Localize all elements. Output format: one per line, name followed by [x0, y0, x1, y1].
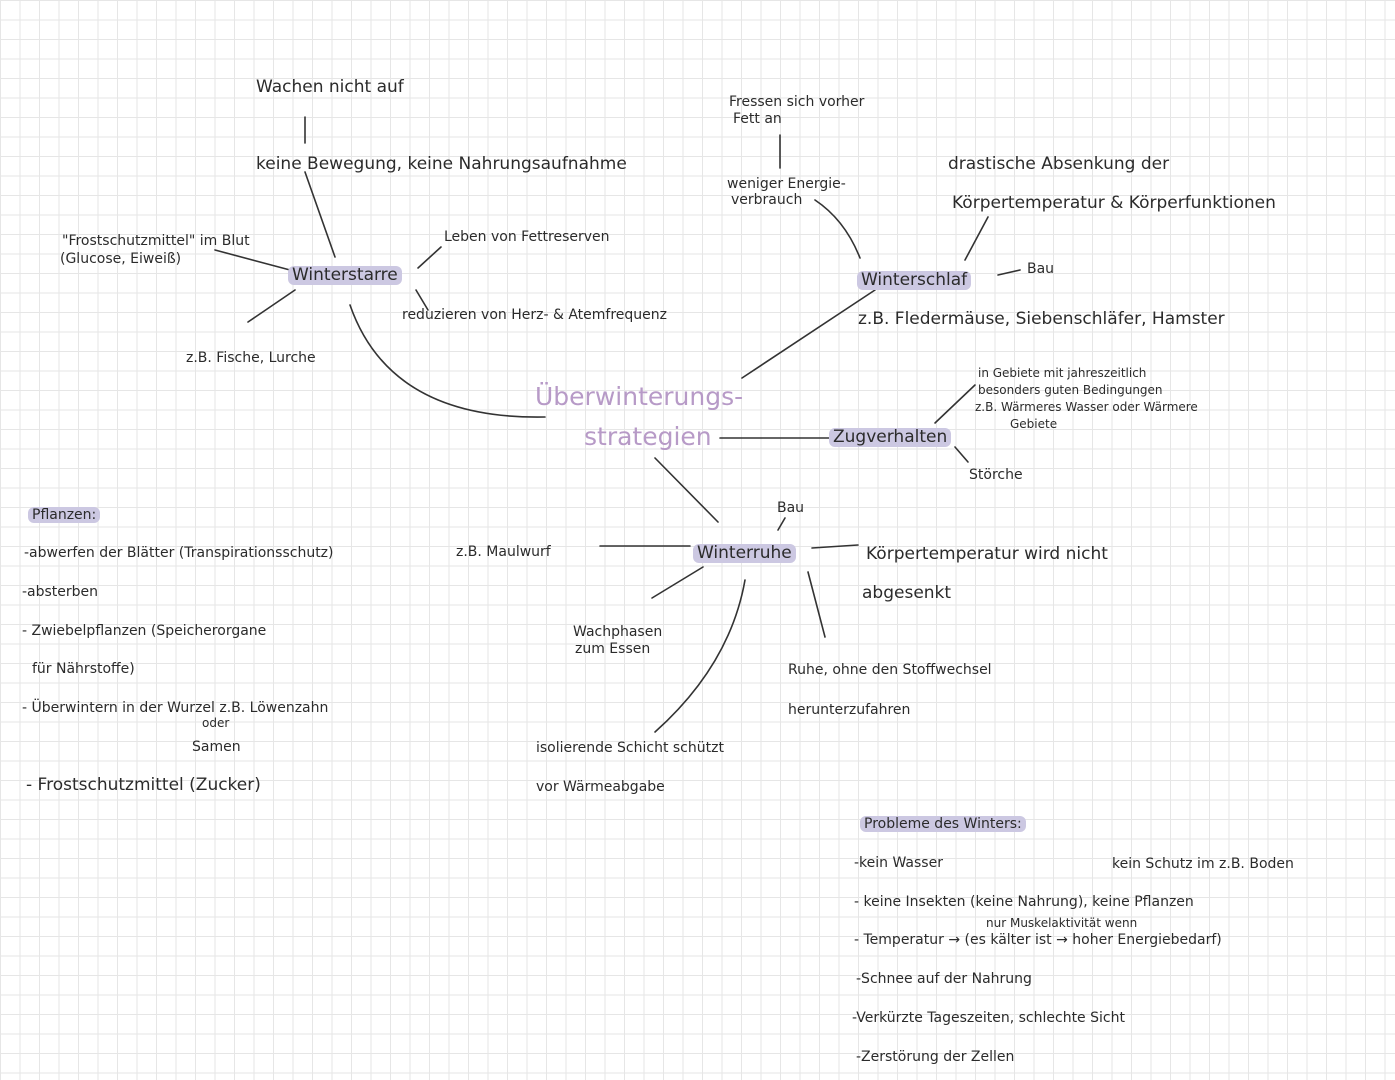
zugverhalten-beispiel: Störche — [969, 467, 1023, 483]
winterschlaf-energie-2: verbrauch — [731, 192, 803, 208]
winterruhe-schicht-2: vor Wärmeabgabe — [536, 779, 665, 795]
winterruhe-ruhe-2: herunterzufahren — [788, 702, 911, 718]
zugverhalten-gebiete-1: in Gebiete mit jahreszeitlich — [978, 366, 1147, 380]
winterstarre-reduzieren: reduzieren von Herz- & Atemfrequenz — [402, 307, 668, 323]
probleme-item-6: -Zerstörung der Zellen — [856, 1049, 1015, 1065]
probleme-item-3: - Temperatur → (es kälter ist → hoher En… — [854, 932, 1222, 948]
probleme-item-1-side: kein Schutz im z.B. Boden — [1112, 856, 1294, 872]
winterstarre-title: Winterstarre — [288, 266, 402, 285]
center-title-line2: strategien — [584, 422, 712, 451]
winterschlaf-bau: Bau — [1027, 261, 1055, 277]
center-title-line1: Überwinterungs- — [535, 382, 744, 411]
probleme-item-3-note: nur Muskelaktivität wenn — [986, 916, 1138, 930]
winterruhe-beispiel: z.B. Maulwurf — [456, 544, 551, 560]
winterschlaf-fressen-2: Fett an — [733, 111, 782, 127]
zugverhalten-gebiete-2: besonders guten Bedingungen — [978, 383, 1163, 397]
pflanzen-item-4-samen: Samen — [192, 739, 241, 755]
winterstarre-wachen: Wachen nicht auf — [256, 77, 404, 97]
winterstarre-fettreserven: Leben von Fettreserven — [444, 229, 610, 245]
probleme-item-5: -Verkürzte Tageszeiten, schlechte Sicht — [852, 1010, 1125, 1026]
winterschlaf-energie-1: weniger Energie- — [727, 176, 846, 192]
winterruhe-bau: Bau — [777, 500, 805, 516]
winterruhe-schicht-1: isolierende Schicht schützt — [536, 740, 724, 756]
pflanzen-item-3-line2: für Nährstoffe) — [32, 661, 135, 677]
winterschlaf-absenkung-1: drastische Absenkung der — [948, 154, 1170, 174]
winterruhe-title: Winterruhe — [693, 544, 796, 563]
winterstarre-beispiel: z.B. Fische, Lurche — [186, 350, 316, 366]
winterstarre-keine-bewegung: keine Bewegung, keine Nahrungsaufnahme — [256, 154, 627, 174]
zugverhalten-gebiete-3: z.B. Wärmeres Wasser oder Wärmere — [975, 400, 1198, 414]
pflanzen-item-4-line1: - Überwintern in der Wurzel z.B. Löwenza… — [22, 700, 329, 716]
pflanzen-item-3-line1: - Zwiebelpflanzen (Speicherorgane — [22, 623, 267, 639]
winterstarre-frostschutz-2: (Glucose, Eiweiß) — [60, 251, 182, 267]
probleme-item-4: -Schnee auf der Nahrung — [856, 971, 1032, 987]
probleme-title: Probleme des Winters: — [860, 816, 1026, 832]
winterschlaf-title: Winterschlaf — [857, 271, 972, 290]
winterschlaf-absenkung-2: Körpertemperatur & Körperfunktionen — [952, 193, 1276, 213]
winterschlaf-beispiel: z.B. Fledermäuse, Siebenschläfer, Hamste… — [858, 309, 1225, 329]
probleme-item-1: -kein Wasser — [854, 855, 943, 871]
pflanzen-item-4-oder: oder — [202, 716, 230, 730]
probleme-item-2: - keine Insekten (keine Nahrung), keine … — [854, 894, 1194, 910]
winterschlaf-fressen-1: Fressen sich vorher — [729, 94, 865, 110]
winterruhe-koerper-2: abgesenkt — [862, 583, 952, 603]
zugverhalten-gebiete-4: Gebiete — [1010, 417, 1058, 431]
winterstarre-frostschutz-1: "Frostschutzmittel" im Blut — [62, 233, 250, 249]
zugverhalten-title: Zugverhalten — [829, 428, 952, 447]
pflanzen-item-5: - Frostschutzmittel (Zucker) — [26, 775, 261, 795]
winterruhe-ruhe-1: Ruhe, ohne den Stoffwechsel — [788, 662, 992, 678]
pflanzen-title: Pflanzen: — [28, 507, 101, 523]
winterruhe-wachphasen-1: Wachphasen — [573, 624, 663, 640]
pflanzen-item-1: -abwerfen der Blätter (Transpirationssch… — [24, 545, 334, 561]
winterruhe-wachphasen-2: zum Essen — [575, 641, 651, 657]
pflanzen-item-2: -absterben — [22, 584, 99, 600]
winterruhe-koerper-1: Körpertemperatur wird nicht — [866, 544, 1108, 564]
